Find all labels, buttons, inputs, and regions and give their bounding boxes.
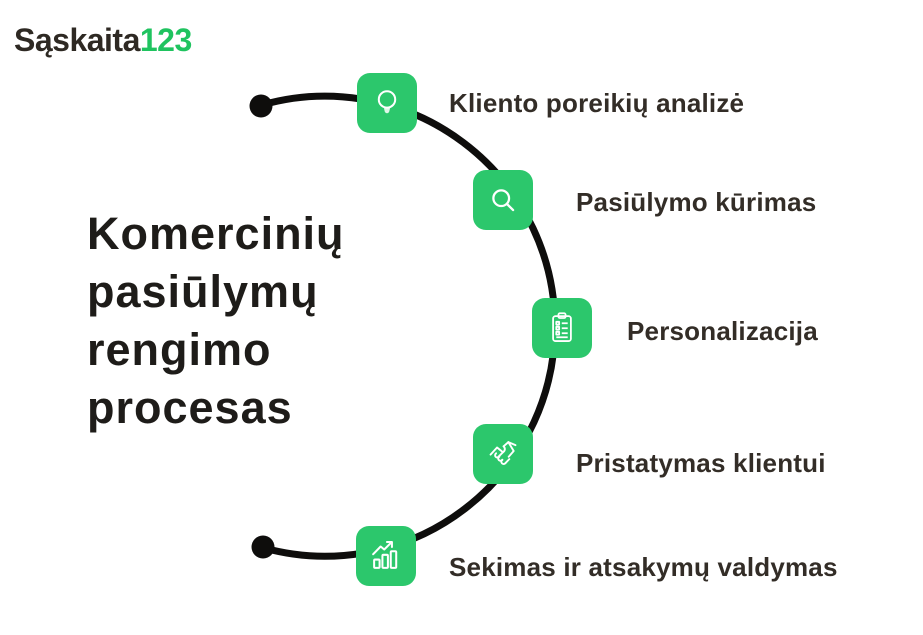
arc-curve xyxy=(258,92,559,560)
handshake-icon xyxy=(484,435,522,473)
arc-start-dot xyxy=(249,94,273,118)
step-4-icon-box xyxy=(473,424,533,484)
brand-name-accent: 123 xyxy=(139,22,192,58)
arc-end-dot xyxy=(251,535,275,559)
step-3-label: Personalizacija xyxy=(627,316,818,346)
bar-chart-icon xyxy=(367,537,405,575)
step-1-label: Kliento poreikių analizė xyxy=(449,88,745,118)
brand-name-primary: Sąskaita xyxy=(14,22,140,58)
search-icon xyxy=(484,181,522,219)
title-line: Komercinių xyxy=(87,208,345,259)
step-4-label: Pristatymas klientui xyxy=(576,448,826,478)
step-3-icon-box xyxy=(532,298,592,358)
title-line: pasiūlymų xyxy=(87,266,319,317)
title-line: rengimo xyxy=(87,324,272,375)
page-title: Komercinių pasiūlymų rengimo procesas xyxy=(87,205,345,437)
title-line: procesas xyxy=(87,382,293,433)
step-1-icon-box xyxy=(357,73,417,133)
step-5-icon-box xyxy=(356,526,416,586)
step-5-label: Sekimas ir atsakymų valdymas xyxy=(449,552,838,582)
lightbulb-icon xyxy=(368,84,406,122)
brand-logo: Sąskaita123 xyxy=(14,22,192,59)
step-2-icon-box xyxy=(473,170,533,230)
step-2-label: Pasiūlymo kūrimas xyxy=(576,187,817,217)
checklist-clipboard-icon xyxy=(543,309,581,347)
